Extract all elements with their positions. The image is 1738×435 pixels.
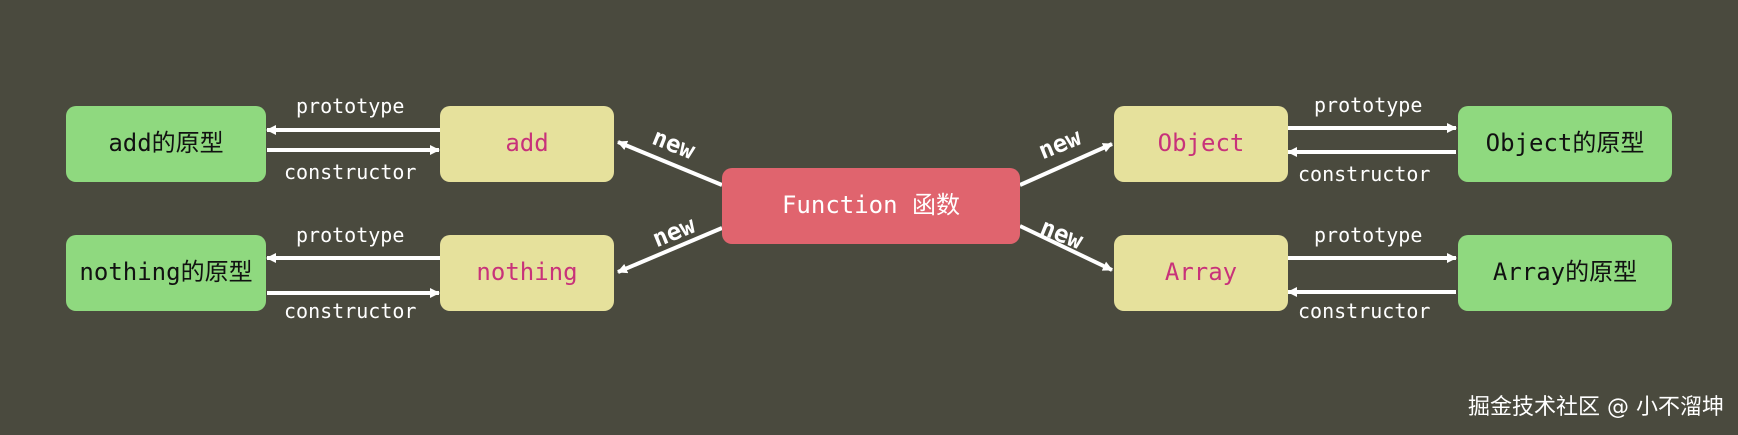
- add-prototype-node: add的原型: [66, 106, 266, 182]
- add-node: add: [440, 106, 614, 182]
- nothing-prototype-node: nothing的原型: [66, 235, 266, 311]
- constructor-label-add: constructor: [284, 160, 417, 184]
- constructor-label-array: constructor: [1298, 299, 1431, 323]
- constructor-label-nothing: constructor: [284, 299, 417, 323]
- prototype-label-nothing: prototype: [296, 223, 405, 247]
- object-prototype-node: Object的原型: [1458, 106, 1672, 182]
- new-arrow-array: [1019, 224, 1113, 272]
- prototype-label-array: prototype: [1314, 223, 1423, 247]
- array-node: Array: [1114, 235, 1288, 311]
- nothing-node: nothing: [440, 235, 614, 311]
- watermark: 掘金技术社区 @ 小不溜坤: [1468, 395, 1724, 420]
- new-arrow-add: [617, 140, 723, 187]
- constructor-label-object: constructor: [1298, 162, 1431, 186]
- new-arrow-object: [1019, 142, 1113, 187]
- array-prototype-node: Array的原型: [1458, 235, 1672, 311]
- function-node: Function 函数: [722, 168, 1020, 244]
- prototype-label-object: prototype: [1314, 93, 1423, 117]
- object-node: Object: [1114, 106, 1288, 182]
- prototype-label-add: prototype: [296, 94, 405, 118]
- new-arrow-nothing: [617, 226, 723, 274]
